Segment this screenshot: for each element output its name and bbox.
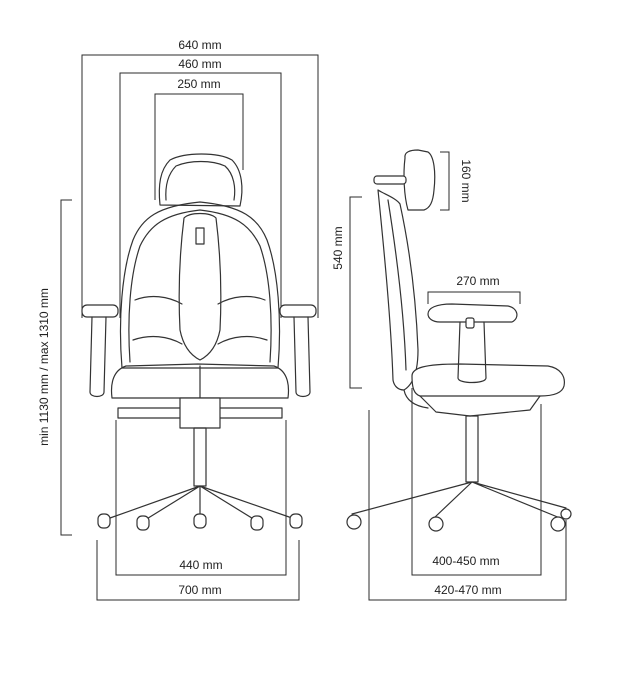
chair-side-view [346,149,572,532]
dim-line-270 [427,291,521,304]
cushion-line-right-lower [217,335,268,345]
backrest-inner-line [128,209,272,363]
dim-line-540 [349,196,362,389]
logo-badge [195,227,205,245]
chair-front-view [81,153,317,531]
label-seat-depth-span: 440 mm [179,558,222,572]
dim-line-640 [81,54,319,318]
star-base-side [351,481,567,519]
casters-side [346,508,572,532]
label-headrest-height: 160 mm [459,159,473,202]
cushion-line-left-upper [134,295,183,305]
front-dimension-lines [60,54,319,601]
star-base-front [109,485,293,521]
backrest-front [119,201,281,369]
gas-lift-side [465,415,479,483]
label-backrest-height: 540 mm [331,226,345,269]
armrest-right-post [293,316,311,398]
armrest-button [465,317,475,329]
label-overall-width: 640 mm [178,38,221,52]
dim-line-250 [154,93,244,200]
seat-mechanism-side [419,395,541,417]
label-armrest-length: 270 mm [456,274,499,288]
dim-line-700 [96,540,300,601]
backrest-bracket [403,389,429,409]
cushion-line-right-upper [217,295,266,305]
label-height-range: min 1130 mm / max 1310 mm [37,288,51,446]
armrest-left-post [89,316,107,398]
armrest-right-pad [279,304,317,318]
backrest-side-seam [387,199,407,371]
backrest-side [377,189,419,391]
lumbar-panel [178,212,222,361]
label-seat-width: 460 mm [178,57,221,71]
armrest-left-pad [81,304,119,318]
armrest-side-pad [427,303,518,323]
dim-line-height [60,199,72,536]
label-headrest-width: 250 mm [177,77,220,91]
label-base-width: 700 mm [178,583,221,597]
dim-line-160 [440,151,450,211]
headrest-front [158,153,243,207]
label-depth-range: 420-470 mm [434,583,501,597]
cushion-line-left-lower [132,335,183,345]
seat-side [411,363,565,397]
dim-line-420-470 [368,410,567,601]
dim-line-440 [115,420,287,576]
label-seat-height-range: 400-450 mm [432,554,499,568]
armrest-side-post [457,321,487,384]
seat-front [110,363,290,399]
gas-lift-front [193,427,207,487]
dim-line-400-450 [411,388,542,576]
casters-front [97,513,303,531]
dim-line-460 [119,72,282,318]
headrest-side [403,149,436,211]
headrest-inner-line [165,160,236,201]
side-dimension-lines [349,151,567,601]
headrest-stem [373,175,407,185]
seat-mechanism-box [179,397,221,429]
